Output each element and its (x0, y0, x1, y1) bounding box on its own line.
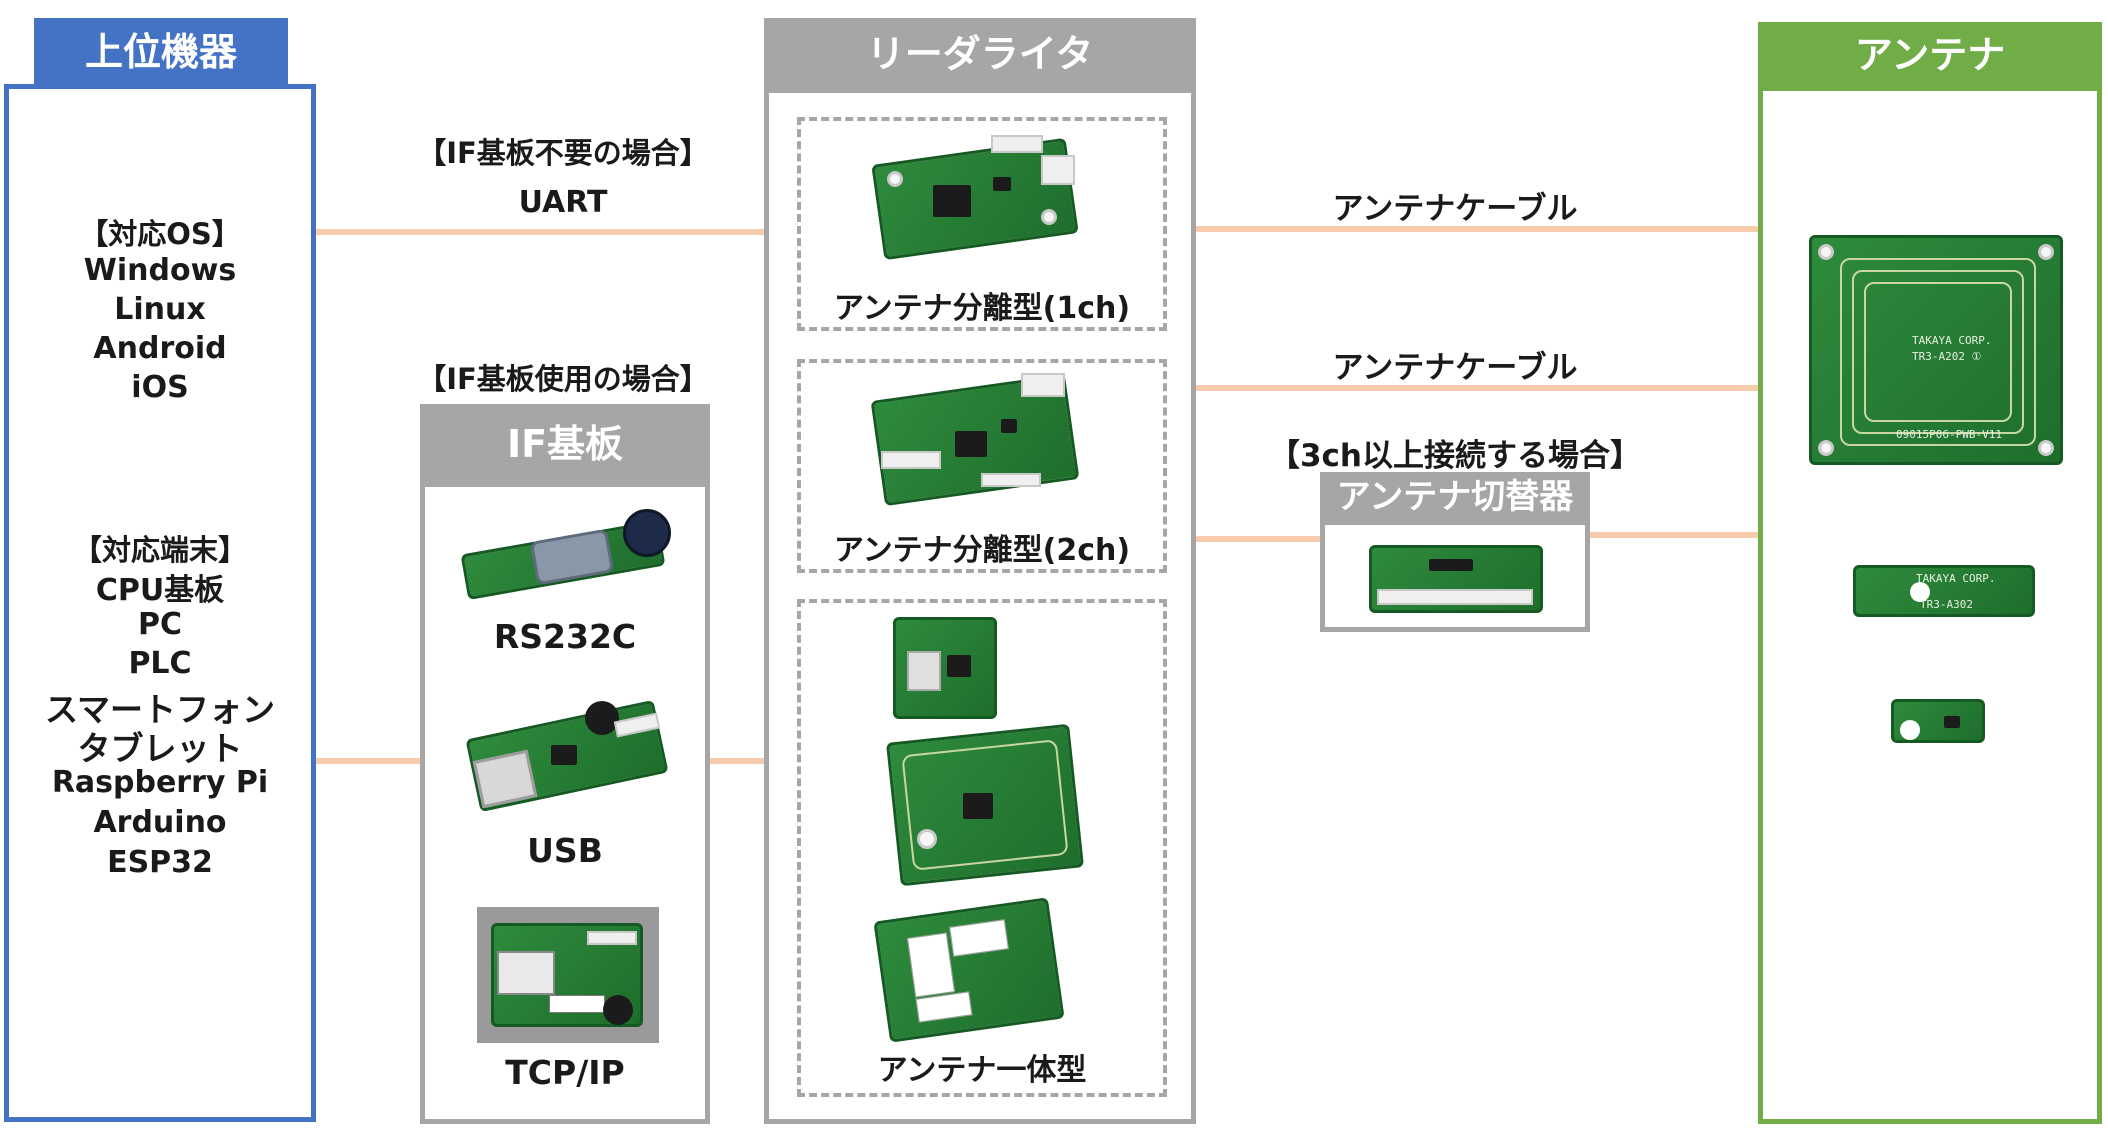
antenna-title: アンテナ (1758, 22, 2102, 88)
if-item-usb: USB (527, 831, 603, 870)
device-item-esp32: ESP32 (107, 845, 213, 880)
integrated-label: アンテナ一体型 (877, 1053, 1087, 1088)
if-item-rs232c: RS232C (493, 617, 637, 656)
host-title: 上位機器 (34, 18, 288, 86)
device-heading: 【対応端末】 (72, 533, 247, 567)
link-2ch-to-antenna (1162, 385, 1758, 391)
switcher-title: アンテナ切替器 (1320, 472, 1590, 522)
reader-writer-panel: アンテナ分離型(1ch) アンテナ分離型(2ch) (764, 88, 1196, 1124)
if-board-title: IF基板 (420, 404, 710, 484)
integrated-board-large-image (873, 897, 1071, 1043)
link-if-board-to-reader (708, 758, 764, 764)
reader-writer-title: リーダライタ (764, 18, 1196, 90)
link-1ch-to-antenna (1162, 226, 1758, 232)
with-if-heading: 【IF基板使用の場合】 (417, 362, 709, 396)
antenna-medium-image: TAKAYA CORP. TR3-A302 (1853, 565, 2035, 617)
os-heading: 【対応OS】 (79, 217, 241, 251)
separate-2ch-board-image (870, 373, 1091, 507)
device-item-raspberry-pi: Raspberry Pi (51, 765, 269, 800)
device-item-smartphone: スマートフォン (44, 690, 275, 729)
integrated-group: アンテナ一体型 (797, 599, 1167, 1097)
separate-1ch-board-image (871, 135, 1091, 261)
antenna-cable-label-2: アンテナケーブル (1332, 350, 1578, 386)
device-item-arduino: Arduino (93, 805, 227, 840)
separate-1ch-label: アンテナ分離型(1ch) (833, 291, 1131, 326)
separate-1ch-group: アンテナ分離型(1ch) (797, 117, 1167, 331)
antenna-large-image: TAKAYA CORP. TR3-A202 ① 09015P06-PWB-V11 (1809, 235, 2063, 465)
antenna-small-image (1891, 699, 1985, 743)
separate-2ch-label: アンテナ分離型(2ch) (833, 533, 1131, 568)
if-board-panel: RS232C USB TCP/IP (420, 482, 710, 1124)
link-switcher-to-antenna (1590, 532, 1758, 538)
rs232c-board-image (460, 509, 673, 601)
os-item-windows: Windows (83, 253, 237, 288)
host-panel: 【対応OS】 Windows Linux Android iOS 【対応端末】 … (4, 84, 316, 1122)
separate-2ch-group: アンテナ分離型(2ch) (797, 359, 1167, 573)
no-if-heading: 【IF基板不要の場合】 (417, 136, 709, 170)
antenna-panel: TAKAYA CORP. TR3-A202 ① 09015P06-PWB-V11… (1758, 86, 2102, 1124)
link-host-to-if-board (316, 758, 420, 764)
uart-label: UART (518, 185, 608, 220)
tcpip-board-image (477, 907, 659, 1043)
os-item-ios: iOS (131, 370, 189, 405)
link-host-to-reader-uart (316, 229, 764, 235)
antenna-cable-label-1: アンテナケーブル (1332, 191, 1578, 227)
usb-board-image (465, 697, 675, 813)
os-item-android: Android (93, 331, 227, 366)
switcher-panel (1320, 520, 1590, 632)
device-item-plc: PLC (128, 646, 192, 681)
link-2ch-to-switcher (1162, 536, 1320, 542)
device-item-tablet: タブレット (77, 729, 243, 768)
device-item-pc: PC (137, 607, 182, 642)
integrated-board-medium-image (885, 723, 1085, 887)
device-item-cpu: CPU基板 (95, 573, 225, 608)
switcher-board-image (1369, 545, 1545, 615)
if-item-tcpip: TCP/IP (505, 1053, 625, 1092)
three-ch-heading: 【3ch以上接続する場合】 (1268, 438, 1641, 474)
integrated-board-small-image (893, 617, 1001, 723)
os-item-linux: Linux (114, 292, 206, 327)
